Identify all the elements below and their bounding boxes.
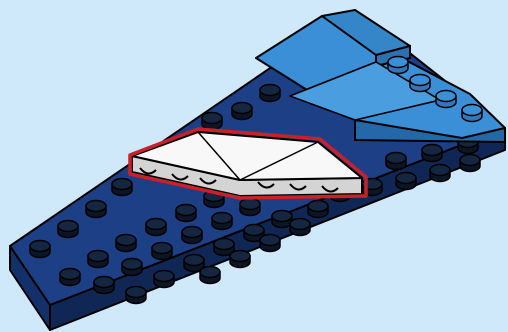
stud: [211, 211, 233, 231]
stud: [151, 241, 173, 261]
white-tile-seam-3: [197, 131, 319, 143]
highlight-outline: [128, 127, 368, 200]
stud: [145, 217, 167, 237]
stud: [231, 101, 253, 121]
stud: [153, 269, 175, 289]
stud: [435, 89, 457, 109]
stud: [181, 225, 203, 245]
stud: [57, 219, 79, 239]
stud: [385, 151, 407, 171]
stud: [307, 199, 329, 219]
white-tile-top: [131, 131, 363, 181]
stud: [125, 285, 147, 305]
white-tile-seam-1: [197, 131, 241, 181]
stud: [175, 203, 197, 223]
light-blue-studs: [387, 55, 483, 123]
stud: [421, 143, 443, 163]
stud: [121, 257, 143, 277]
stud: [111, 177, 133, 197]
white-tile-underside-notches: [139, 167, 339, 193]
stud: [461, 103, 483, 123]
white-wedge-tiles: [128, 127, 368, 200]
stud: [459, 153, 481, 173]
stud: [183, 253, 205, 273]
stud: [387, 55, 409, 75]
stud: [93, 275, 115, 295]
stud: [87, 249, 109, 269]
stud: [201, 111, 223, 131]
stud: [239, 197, 261, 217]
stud: [85, 199, 107, 219]
stud: [259, 233, 281, 253]
stud: [259, 83, 281, 103]
stud: [429, 163, 451, 183]
stud: [213, 237, 235, 257]
stud: [289, 217, 311, 237]
stud: [395, 171, 417, 191]
stud: [409, 73, 431, 93]
stud: [229, 249, 251, 269]
stud: [59, 267, 81, 287]
stud: [199, 265, 221, 285]
stud: [243, 223, 265, 243]
stud: [115, 233, 137, 253]
stud: [271, 209, 293, 229]
white-tile-seam-2: [239, 141, 319, 181]
stud: [29, 239, 51, 259]
